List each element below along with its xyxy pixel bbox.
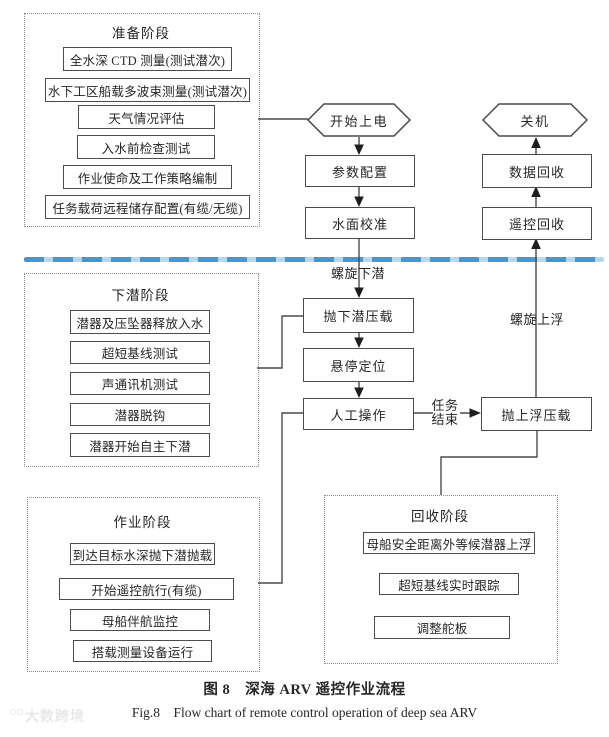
terminal-start: 开始上电	[329, 113, 388, 129]
arrowhead-right-icon	[469, 408, 481, 418]
edge-label-spiral-descent: 螺旋下潜	[330, 266, 385, 281]
edge-label-spiral-ascent: 螺旋上浮	[509, 312, 564, 327]
recovery-item-wait-surfacing: 母船安全距离外等候潜器上浮	[363, 532, 535, 554]
edge-label-task-end-line1: 任务	[431, 398, 459, 413]
descent-item-usbl-test: 超短基线测试	[70, 341, 210, 364]
phase-box-descent	[24, 273, 259, 467]
phase-title-operation: 作业阶段	[113, 515, 172, 530]
arrowhead-up-icon	[531, 238, 541, 249]
phase-title-descent: 下潜阶段	[111, 288, 170, 303]
water-surface-line	[24, 257, 604, 262]
recovery-item-adjust-rudder: 调整舵板	[374, 616, 510, 639]
descent-item-release-into-water: 潜器及压坠器释放入水	[70, 310, 210, 334]
descent-item-autonomous-dive: 潜器开始自主下潜	[70, 433, 210, 457]
prep-item-multibeam-survey: 水下工区船载多波束测量(测试潜次)	[45, 78, 250, 102]
flow-box-surface-calibration: 水面校准	[305, 207, 415, 239]
flow-box-manual-operation: 人工操作	[303, 398, 414, 430]
operation-item-reach-target-depth: 到达目标水深抛下潜抛载	[70, 543, 215, 565]
edge-label-task-end: 任务 结束	[430, 399, 460, 427]
recovery-item-usbl-tracking: 超短基线实时跟踪	[379, 573, 519, 595]
arrowhead-down-icon	[354, 196, 364, 207]
figure-caption-zh: 图 8 深海 ARV 遥控作业流程	[203, 682, 406, 698]
arrowhead-down-icon	[354, 337, 364, 348]
prep-item-mission-strategy: 作业使命及工作策略编制	[63, 165, 232, 189]
prep-item-ctd-survey: 全水深 CTD 测量(测试潜次)	[63, 47, 232, 71]
figure-caption-en: Fig.8 Flow chart of remote control opera…	[131, 705, 478, 720]
flow-box-remote-recovery: 遥控回收	[482, 207, 592, 240]
phase-title-recovery: 回收阶段	[411, 509, 469, 524]
flow-box-drop-ascent-ballast: 抛上浮压载	[481, 397, 592, 431]
flow-box-data-recovery: 数据回收	[482, 154, 592, 188]
watermark: 大数跨境	[6, 706, 85, 726]
connector-ascentballast-to-recoveryphase	[440, 429, 538, 495]
phase-box-preparation	[24, 13, 260, 227]
operation-item-mothership-monitoring: 母船伴航监控	[70, 609, 210, 631]
flow-box-hover-positioning: 悬停定位	[303, 348, 414, 382]
arrowhead-up-icon	[531, 186, 541, 197]
terminal-shutdown: 关机	[520, 113, 550, 129]
arrowhead-down-icon	[354, 144, 364, 155]
arrowhead-down-icon	[354, 287, 364, 298]
operation-item-survey-equipment: 搭载测量设备运行	[73, 640, 212, 662]
watermark-logo-icon	[6, 709, 23, 723]
arrowhead-down-icon	[354, 387, 364, 398]
prep-item-prewater-check: 入水前检查测试	[77, 135, 215, 159]
connector-descentphase-to-ballast	[257, 315, 303, 369]
flow-box-drop-descent-ballast: 抛下潜压载	[303, 298, 414, 333]
phase-box-recovery	[324, 495, 558, 664]
terminal-start-shape	[306, 103, 412, 137]
terminal-shutdown-shape	[481, 103, 589, 137]
prep-item-weather-assessment: 天气情况评估	[78, 105, 215, 129]
flow-box-param-config: 参数配置	[305, 155, 415, 187]
connector-manual-to-operationphase	[258, 412, 303, 584]
edge-label-task-end-line2: 结束	[431, 412, 459, 427]
prep-item-payload-config: 任务载荷远程储存配置(有缆/无缆)	[45, 195, 250, 219]
descent-item-acoustic-modem-test: 声通讯机测试	[70, 372, 210, 395]
arrowhead-up-icon	[531, 137, 541, 148]
phase-box-operation	[27, 497, 260, 672]
operation-item-remote-navigation: 开始遥控航行(有缆)	[59, 578, 234, 600]
descent-item-unhook: 潜器脱钩	[70, 403, 210, 426]
watermark-label: 大数跨境	[25, 710, 85, 725]
phase-title-preparation: 准备阶段	[112, 26, 170, 41]
